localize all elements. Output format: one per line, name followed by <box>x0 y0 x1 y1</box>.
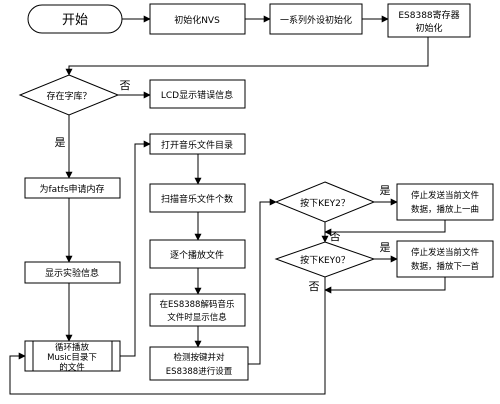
node-loop-label-2: Music目录下 <box>47 353 97 363</box>
node-open-dir: 打开音乐文件目录 <box>149 133 246 155</box>
edge-stop-prev-return <box>324 220 446 236</box>
node-decode: 在ES8388解码音乐 文件时显示信息 <box>149 293 246 327</box>
node-lcd-error: LCD显示错误信息 <box>149 79 246 109</box>
node-stop-prev: 停止发送当前文件 数据，播放上一曲 <box>396 183 494 221</box>
label-key0-no: 否 <box>309 280 320 293</box>
node-stop-prev-label-2: 数据，播放上一曲 <box>411 204 479 215</box>
node-decode-label-1: 在ES8388解码音乐 <box>160 299 235 310</box>
node-fatfs-mem-label: 为fatfs申请内存 <box>39 183 104 195</box>
node-show-info-label: 显示实验信息 <box>45 267 99 279</box>
node-check-font: 存在字库？ <box>18 74 120 116</box>
edge-es8388-to-check-font <box>65 37 429 76</box>
node-detect-keys-label-2: ES8388进行设置 <box>166 366 233 377</box>
node-key2-label: 按下KEY2？ <box>300 197 350 209</box>
node-key0-label: 按下KEY0？ <box>300 254 350 266</box>
edge-key0-no-loop-back <box>9 277 326 395</box>
node-init-es8388-label-2: 初始化 <box>415 22 442 34</box>
edge-stop-next-return <box>324 277 446 294</box>
node-stop-next-label-1: 停止发送当前文件 <box>411 247 480 258</box>
node-play-each: 逐个播放文件 <box>149 239 246 269</box>
node-init-es8388-label-1: ES8388寄存器 <box>398 9 459 21</box>
node-stop-next-label-2: 数据，播放下一首 <box>411 261 480 272</box>
node-key2: 按下KEY2？ <box>274 181 376 223</box>
label-check-font-yes: 是 <box>55 136 66 149</box>
node-scan-files-label: 扫描音乐文件个数 <box>161 193 233 205</box>
label-key2-no: 否 <box>330 230 341 243</box>
node-init-nvs: 初始化NVS <box>149 3 246 35</box>
node-loop-label-1: 循环播放 <box>55 342 90 353</box>
edge-labels: 否 是 是 否 是 否 <box>55 79 391 293</box>
edge-detect-to-key2 <box>248 198 277 365</box>
node-key0: 按下KEY0？ <box>274 241 376 278</box>
node-open-dir-label: 打开音乐文件目录 <box>161 139 233 151</box>
node-start-label: 开始 <box>62 13 88 28</box>
node-detect-keys-label-1: 检测按键并对 <box>173 352 225 363</box>
node-check-font-label: 存在字库？ <box>46 90 91 102</box>
node-loop: 循环播放 Music目录下 的文件 <box>24 340 121 373</box>
node-loop-label-3: 的文件 <box>59 362 85 373</box>
edges <box>9 15 446 395</box>
node-init-nvs-label: 初始化NVS <box>174 14 220 26</box>
node-init-periph-label: 一系列外设初始化 <box>280 14 352 26</box>
node-lcd-error-label: LCD显示错误信息 <box>161 89 233 101</box>
node-fatfs-mem: 为fatfs申请内存 <box>24 177 121 199</box>
label-check-font-no: 否 <box>120 79 131 92</box>
node-show-info: 显示实验信息 <box>24 261 121 284</box>
node-init-es8388: ES8388寄存器 初始化 <box>387 3 471 38</box>
node-play-each-label: 逐个播放文件 <box>170 249 224 261</box>
node-decode-label-2: 文件时显示信息 <box>167 312 227 323</box>
node-stop-prev-label-1: 停止发送当前文件 <box>411 190 480 201</box>
node-stop-next: 停止发送当前文件 数据，播放下一首 <box>396 240 494 278</box>
label-key2-yes: 是 <box>380 184 391 197</box>
node-start: 开始 <box>27 4 123 34</box>
label-key0-yes: 是 <box>380 241 391 254</box>
node-detect-keys: 检测按键并对 ES8388进行设置 <box>149 346 249 381</box>
node-init-periph: 一系列外设初始化 <box>269 3 363 35</box>
edge-loop-to-open-dir <box>120 140 151 357</box>
node-scan-files: 扫描音乐文件个数 <box>149 183 246 213</box>
